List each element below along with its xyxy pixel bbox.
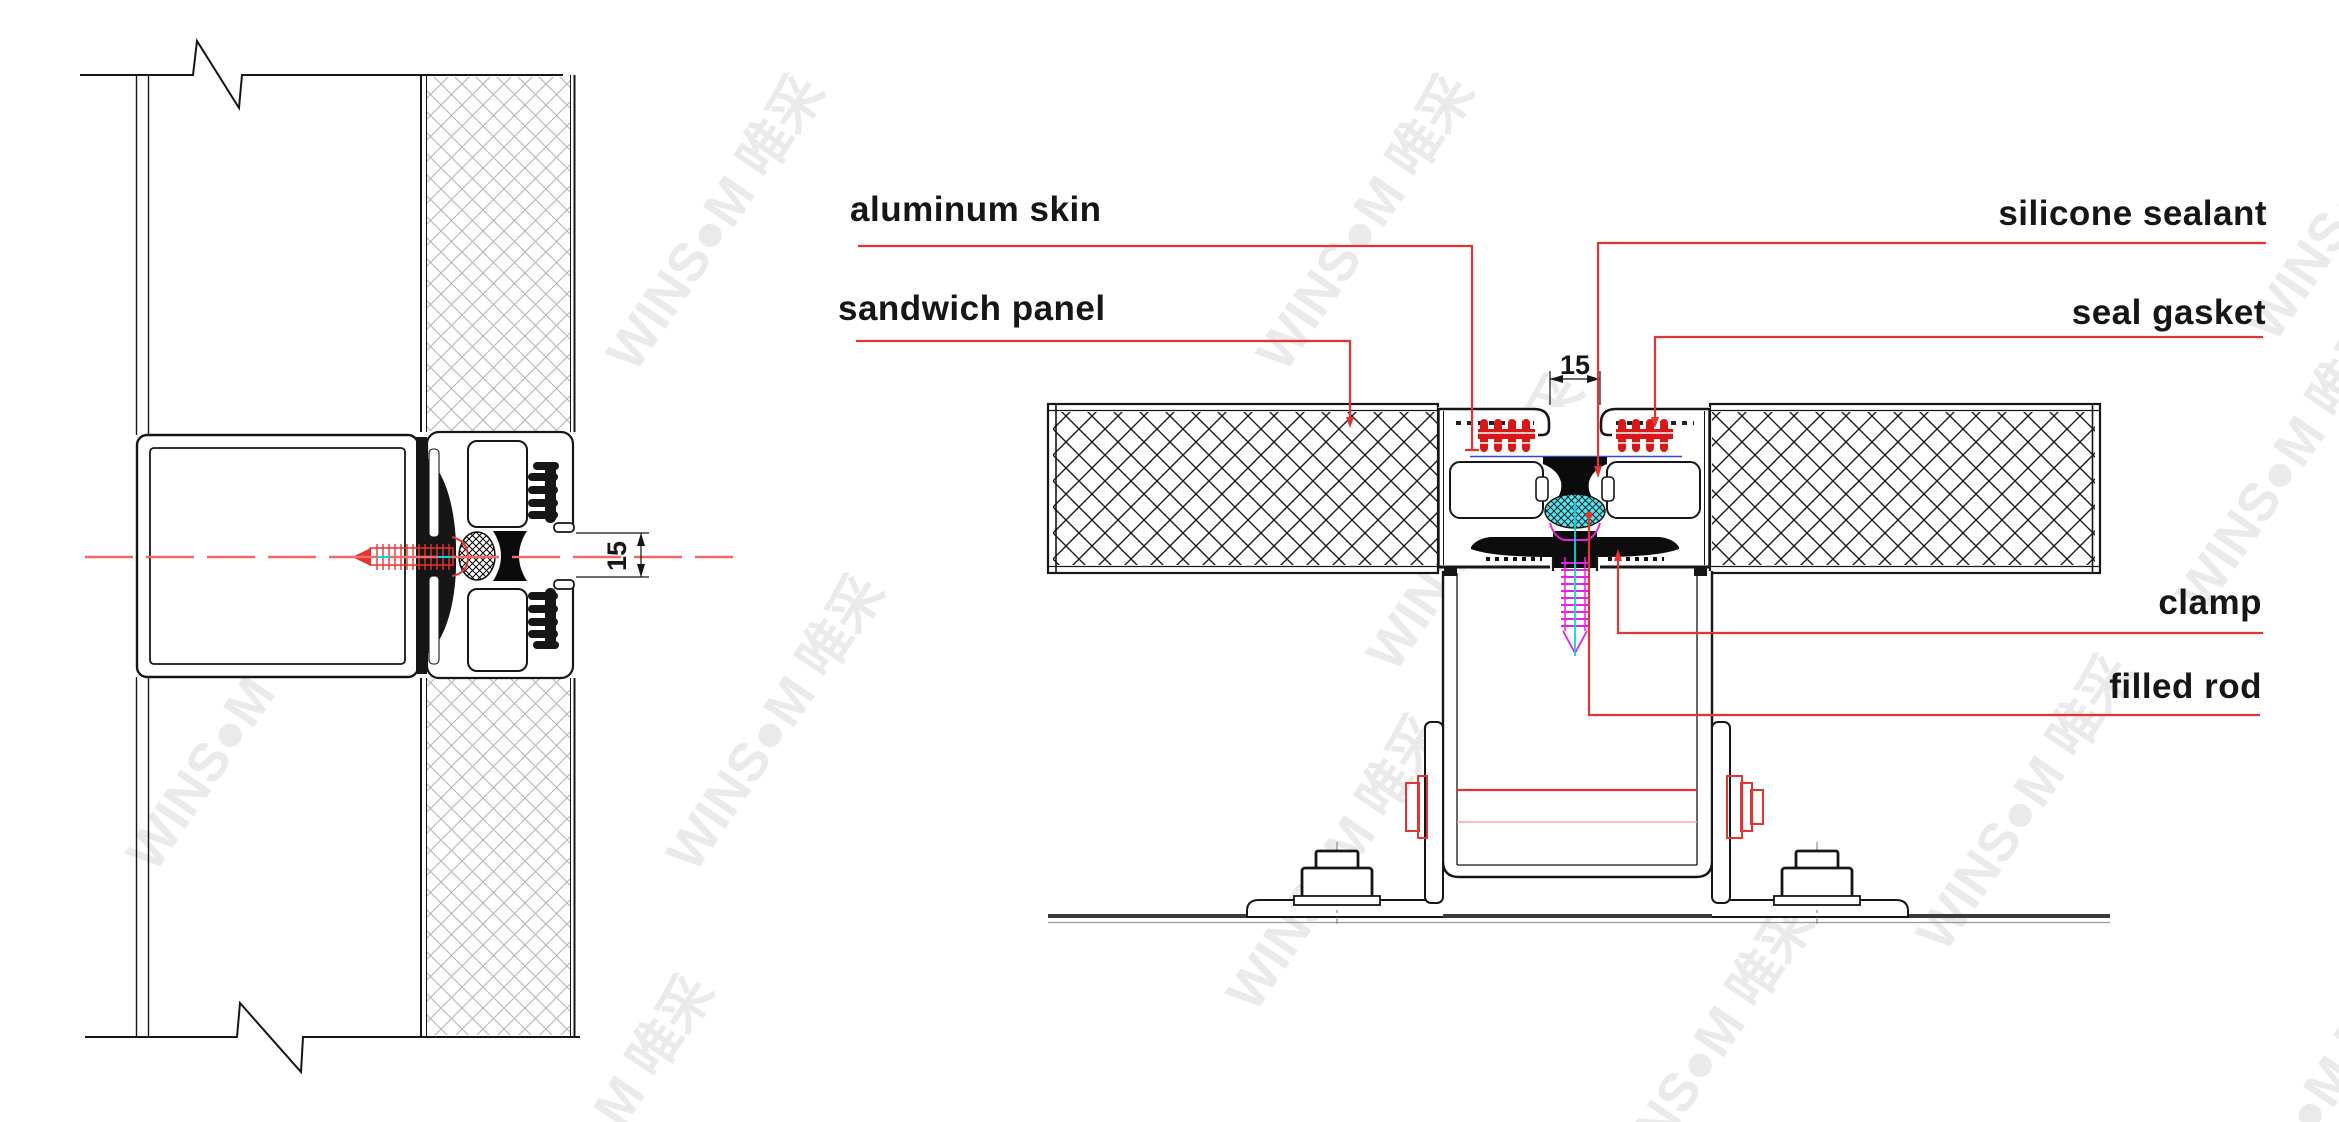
gasket-coils xyxy=(528,462,559,649)
column-lines xyxy=(135,75,150,1037)
leader-filled-rod xyxy=(1587,518,2260,717)
silicone-sealant-shape xyxy=(1543,457,1607,503)
label-seal-gasket: seal gasket xyxy=(2071,293,2266,332)
leader-aluminum-skin xyxy=(858,244,1479,452)
joint-profile-right-view xyxy=(1437,407,1711,656)
leader-sandwich-panel xyxy=(856,339,1352,420)
dimension-text-right: 15 xyxy=(1559,350,1591,380)
label-clamp: clamp xyxy=(2158,583,2262,622)
anchor-bracket xyxy=(1246,721,1909,918)
dimension-text-left: 15 xyxy=(601,540,632,572)
screw-right-view xyxy=(1561,503,1589,656)
anchor-bolt-right xyxy=(1773,842,1861,924)
right-horizontal-section xyxy=(1046,371,2110,924)
leader-seal-gasket xyxy=(1653,335,2263,420)
left-vertical-section xyxy=(80,38,733,1075)
red-bolt-right xyxy=(1726,775,1764,839)
label-aluminum-skin: aluminum skin xyxy=(850,190,1102,229)
leader-silicone-sealant xyxy=(1596,241,2266,458)
label-silicone-sealant: silicone sealant xyxy=(1998,194,2267,233)
dimension-15-right xyxy=(1549,371,1601,405)
leader-lines xyxy=(856,241,2266,717)
joint-profile-left-view xyxy=(350,430,576,680)
label-sandwich-panel: sandwich panel xyxy=(838,289,1106,328)
sandwich-panel-right xyxy=(1708,402,2102,575)
panel-strip xyxy=(420,75,576,1037)
bottom-break-line xyxy=(85,1000,580,1075)
label-filled-rod: filled rod xyxy=(2109,667,2262,706)
support-tube xyxy=(1441,571,1714,879)
leader-clamp xyxy=(1616,558,2263,635)
top-break-line xyxy=(80,38,563,112)
sandwich-panel-left xyxy=(1046,402,1440,575)
red-bolt-left xyxy=(1405,775,1428,839)
silicone-sealant-shape xyxy=(493,531,527,581)
anchor-bolt-left xyxy=(1293,842,1381,924)
gap-opening xyxy=(564,531,576,581)
dimension-15-left xyxy=(576,532,649,578)
seal-gasket-coils xyxy=(1478,419,1675,452)
